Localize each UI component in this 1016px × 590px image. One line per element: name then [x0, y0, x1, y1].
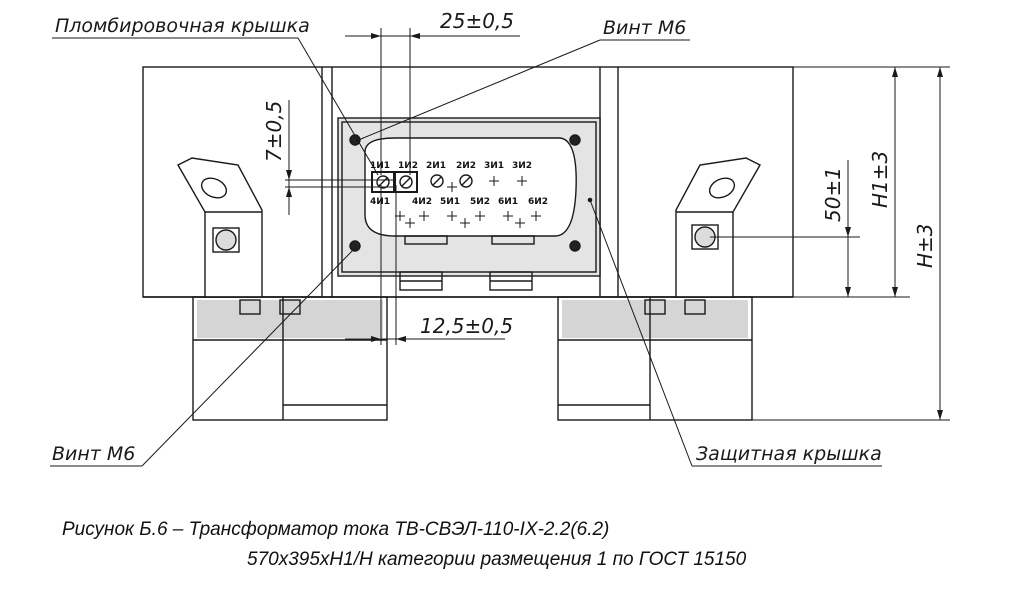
- leader-lines: [50, 37, 882, 467]
- figure-caption-line2: 570x395xH1/H категории размещения 1 по Г…: [247, 549, 747, 570]
- right-bracket: [675, 157, 761, 298]
- terminal-label: 2И2: [456, 161, 476, 171]
- terminal-label: 2И1: [426, 161, 446, 171]
- right-base: [557, 296, 753, 421]
- terminal-label: 6И2: [528, 197, 548, 207]
- transformer-drawing: 1И1 1И2 2И1 2И2 3И1 3И2 4И1 4И2 5И1 5И2 …: [50, 9, 950, 467]
- terminal-label: 3И2: [512, 161, 532, 171]
- terminal-label: 4И1: [370, 197, 390, 207]
- terminal-label: 1И1: [370, 161, 390, 171]
- terminal-label: 3И1: [484, 161, 504, 171]
- left-base: [192, 296, 388, 421]
- dim-right-h: H±3: [913, 223, 937, 268]
- screw-bottom-label: Винт М6: [52, 443, 135, 465]
- terminal-label: 6И1: [498, 197, 518, 207]
- terminal-box: [337, 117, 601, 291]
- protective-cover-label: Защитная крышка: [696, 443, 882, 465]
- terminal-labels: 1И1 1И2 2И1 2И2 3И1 3И2 4И1 4И2 5И1 5И2 …: [370, 161, 548, 207]
- left-bracket: [177, 157, 263, 298]
- dimension-arrows: [286, 33, 943, 420]
- dim-bottom-width: 12,5±0,5: [420, 314, 513, 338]
- dim-left-vertical: 7±0,5: [262, 101, 286, 162]
- dim-right-50: 50±1: [821, 167, 845, 222]
- dim-top-width: 25±0,5: [440, 9, 514, 33]
- terminal-label: 1И2: [398, 161, 418, 171]
- dim-right-h1: H1±3: [868, 151, 892, 208]
- terminal-label: 4И2: [412, 197, 432, 207]
- terminal-label: 5И1: [440, 197, 460, 207]
- figure-caption-line1: Рисунок Б.6 – Трансформатор тока ТВ-СВЭЛ…: [62, 519, 610, 540]
- dimension-lines: [285, 28, 950, 421]
- screw-top-label: Винт М6: [603, 17, 686, 39]
- seal-cover-label: Пломбировочная крышка: [55, 15, 310, 37]
- terminal-label: 5И2: [470, 197, 490, 207]
